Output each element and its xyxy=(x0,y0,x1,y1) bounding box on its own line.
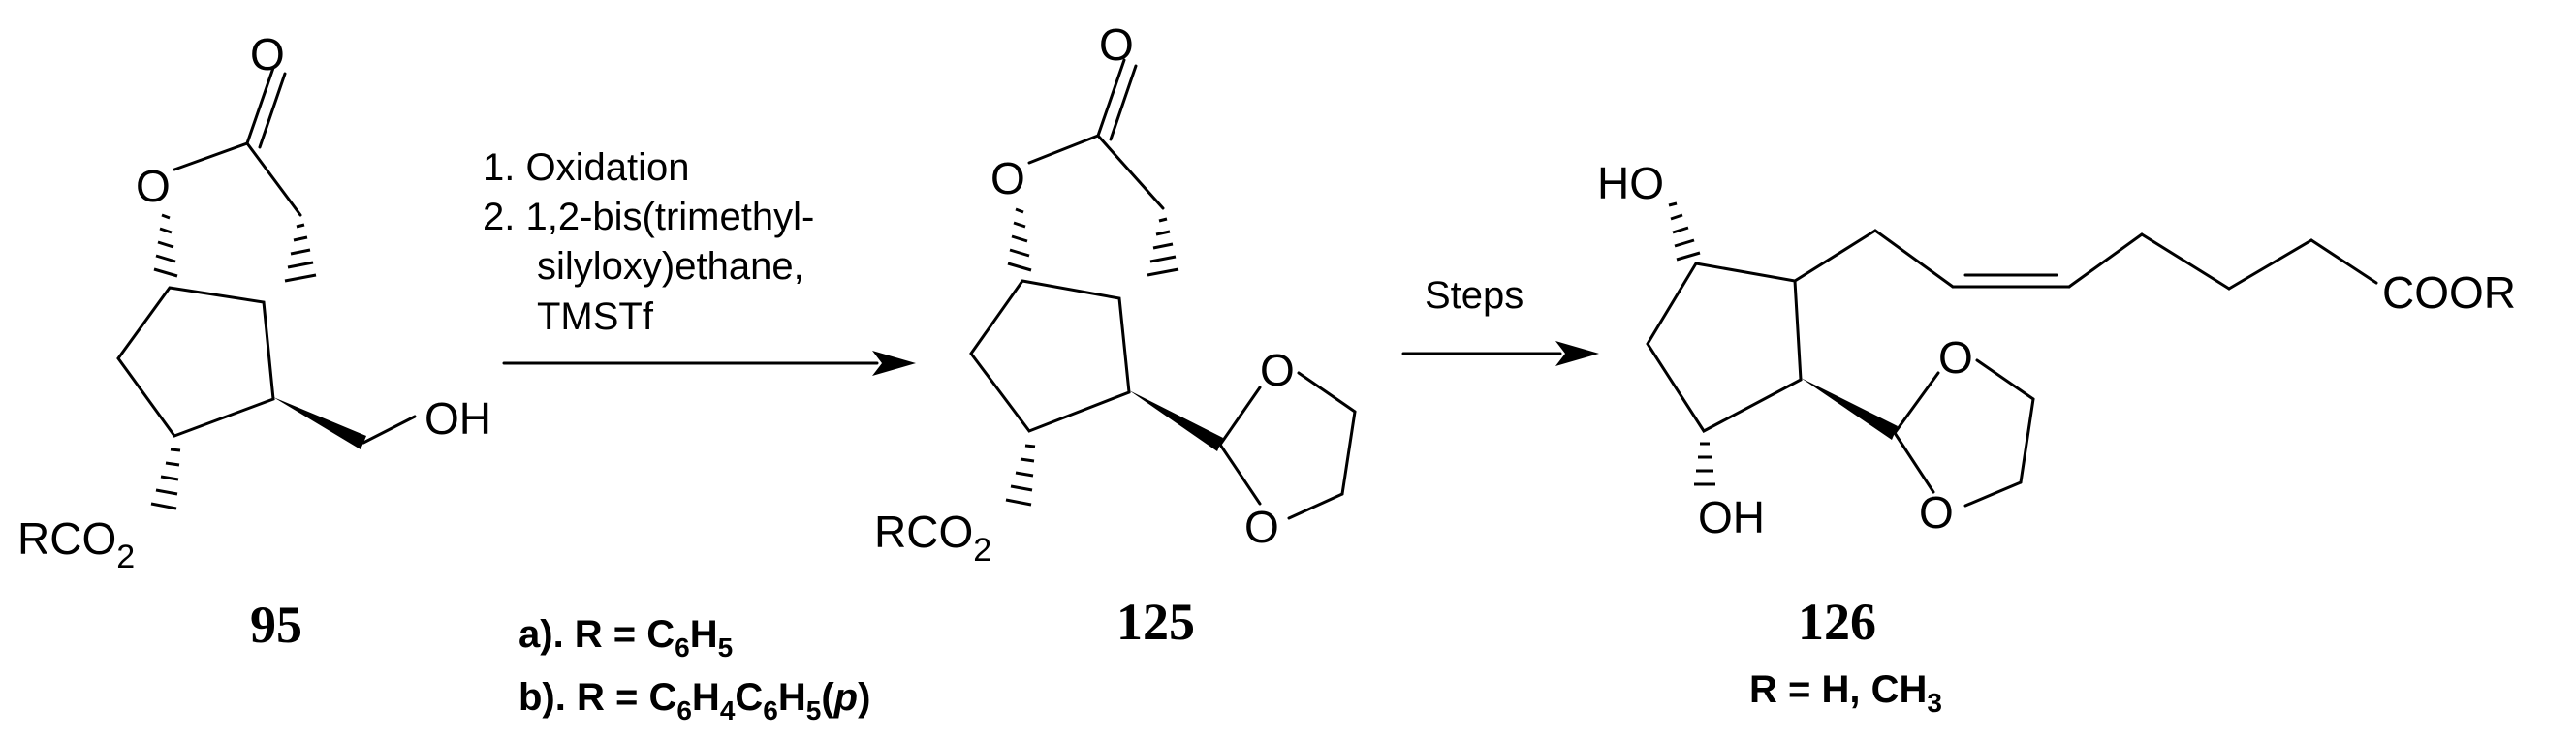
cyclopentane-ring xyxy=(116,286,275,438)
hydroxyl-group-ho: HO xyxy=(1597,158,1664,208)
dioxolane-bond xyxy=(1893,431,1935,494)
ring-oxygen: O xyxy=(136,161,171,211)
ester-group: RCO2 xyxy=(874,507,991,569)
lactone-bond xyxy=(245,141,302,217)
compound-label-126: 126 xyxy=(1798,593,1876,651)
hashed-bond xyxy=(1007,207,1032,272)
condition-line-4: TMSTf xyxy=(537,295,654,338)
dioxolane-bond xyxy=(1340,410,1357,496)
condition-line-3: silyloxy)ethane, xyxy=(537,245,804,288)
chain-bond xyxy=(2067,232,2144,289)
lactone-bond xyxy=(1096,134,1165,210)
chain-bond xyxy=(2227,238,2313,291)
lactone-bond xyxy=(1027,134,1100,165)
ring-oxygen: O xyxy=(990,153,1025,203)
carbonyl-bond-double xyxy=(258,72,287,149)
lactone-bond xyxy=(173,141,249,171)
bond xyxy=(361,415,417,445)
variant-notes: a). R = C6H5 b). R = C6H4C6H5(p) xyxy=(518,613,870,726)
dioxolane-bond xyxy=(1218,443,1262,506)
condition-line-1: 1. Oxidation xyxy=(483,146,689,189)
compound-125: O O O O RCO2 125 xyxy=(874,19,1357,651)
dioxolane-oxygen: O xyxy=(1938,332,1973,383)
ester-group: RCO2 xyxy=(17,513,135,575)
carboxyl-group: COOR xyxy=(2382,267,2516,318)
hashed-bond xyxy=(1694,442,1715,486)
hashed-bond xyxy=(153,213,178,278)
cyclopentane-ring xyxy=(969,279,1131,433)
dioxolane-bond xyxy=(1893,371,1940,435)
dioxolane-oxygen: O xyxy=(1244,502,1279,552)
compound-95: O O OH RCO2 95 xyxy=(17,29,491,654)
dioxolane-bond xyxy=(1975,358,2035,401)
dioxolane-bond xyxy=(1297,371,1357,414)
hashed-bond xyxy=(1668,201,1701,262)
carbonyl-oxygen: O xyxy=(1099,19,1134,70)
chain-bond xyxy=(1873,229,1955,289)
wedge-bond xyxy=(1801,378,1898,440)
dioxolane-bond xyxy=(1287,492,1344,520)
hashed-bond xyxy=(284,223,317,283)
hydroxyl-group-oh: OH xyxy=(1698,492,1765,542)
carbonyl-bond xyxy=(245,66,275,145)
hashed-bond xyxy=(1147,217,1179,277)
cyclopentane-ring xyxy=(1646,262,1803,433)
carbonyl-bond xyxy=(1096,58,1126,138)
compound-126: HO COOR O O OH 126 R = H, CH3 xyxy=(1597,158,2516,718)
condition-line-2: 2. 1,2-bis(trimethyl- xyxy=(483,196,814,238)
variant-b: b). R = C6H4C6H5(p) xyxy=(518,676,870,726)
dioxolane-bond xyxy=(1963,480,2023,508)
compound-label-125: 125 xyxy=(1116,593,1195,651)
arrowhead xyxy=(872,351,916,376)
hashed-bond xyxy=(1005,444,1036,507)
reaction-arrow-2: Steps xyxy=(1401,274,1599,366)
r-group-note: R = H, CH3 xyxy=(1749,668,1942,718)
arrowhead xyxy=(1555,341,1599,366)
variant-a: a). R = C6H5 xyxy=(518,613,733,663)
wedge-bond xyxy=(273,397,366,449)
hashed-bond xyxy=(150,448,181,510)
chain-bond xyxy=(2309,238,2378,285)
dioxolane-bond xyxy=(2019,397,2035,484)
dioxolane-bond xyxy=(1218,386,1262,447)
dioxolane-oxygen: O xyxy=(1260,345,1295,395)
chain-bond xyxy=(1793,229,1877,283)
arrow-label-steps: Steps xyxy=(1425,274,1524,317)
reaction-arrow-1: 1. Oxidation 2. 1,2-bis(trimethyl- silyl… xyxy=(483,146,916,376)
compound-label-95: 95 xyxy=(250,596,302,654)
dioxolane-oxygen: O xyxy=(1919,487,1954,538)
carbonyl-bond-double xyxy=(1109,64,1138,141)
chain-bond xyxy=(2140,232,2231,291)
wedge-bond xyxy=(1129,390,1223,451)
carbonyl-oxygen: O xyxy=(250,29,285,79)
hydroxyl-group: OH xyxy=(424,393,491,444)
